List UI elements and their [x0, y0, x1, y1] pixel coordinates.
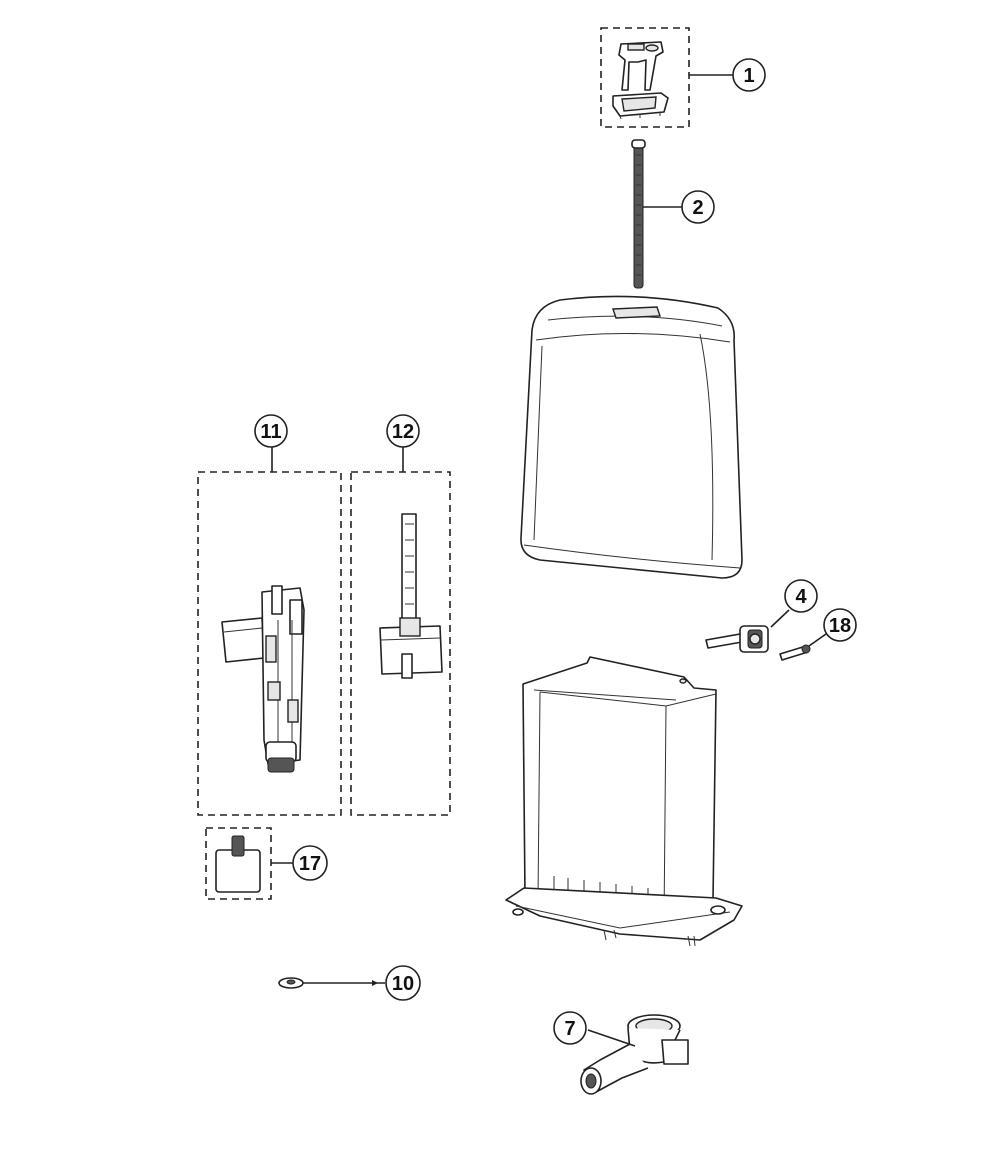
callout-18: 18	[823, 608, 857, 642]
callout-7-label: 7	[564, 1018, 575, 1040]
tank-body	[505, 656, 743, 947]
callout-11: 11	[254, 414, 288, 448]
callout-1-label: 1	[743, 65, 754, 87]
callout-7: 7	[553, 1011, 587, 1045]
callout-11-label: 11	[260, 421, 281, 443]
callout-4-label: 4	[795, 586, 807, 608]
callout-12: 12	[386, 414, 420, 448]
part-11-group-box	[197, 471, 342, 816]
callout-18-label: 18	[829, 615, 851, 637]
callout-10: 10	[385, 965, 421, 1001]
callout-1: 1	[732, 58, 766, 92]
part-17-float	[205, 827, 293, 900]
callout-2: 2	[681, 190, 715, 224]
callout-10-label: 10	[392, 973, 414, 995]
part-11-fill-valve	[197, 446, 342, 816]
part-12-flush-valve	[350, 446, 451, 816]
part-12-group-box	[350, 471, 451, 816]
part-1-push-button	[600, 27, 733, 128]
part-2-threaded-rod	[631, 139, 682, 289]
callout-17: 17	[292, 845, 328, 881]
part-10-washer	[278, 977, 385, 989]
callout-2-label: 2	[692, 197, 703, 219]
callout-12-label: 12	[392, 421, 414, 443]
part-7-outlet-elbow	[580, 1014, 689, 1095]
part-1-group-box	[600, 27, 690, 128]
part-4-lever-mechanism	[705, 609, 790, 653]
part-18-screw	[779, 633, 827, 661]
tank-cover	[520, 295, 743, 579]
callout-17-label: 17	[299, 853, 321, 875]
callout-4: 4	[784, 579, 818, 613]
